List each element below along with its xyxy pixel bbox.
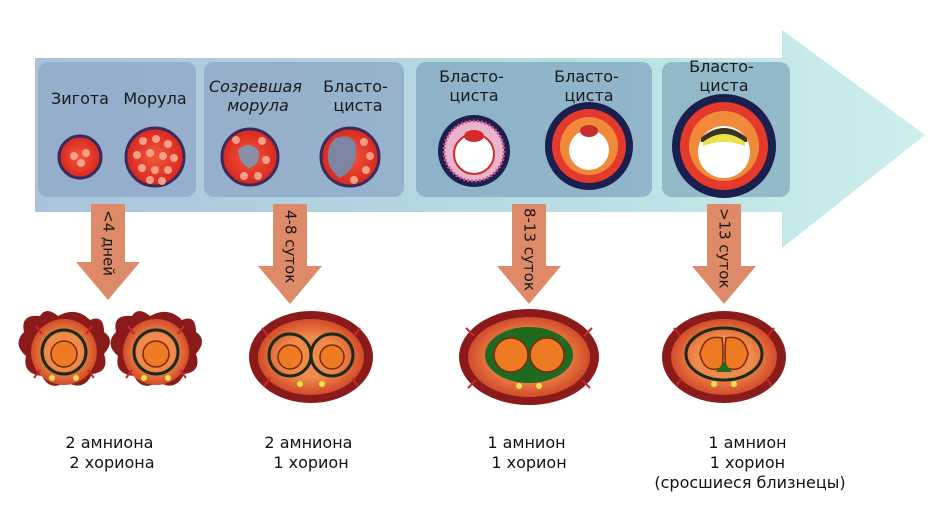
time-label-2: 4-8 суток [282,210,300,283]
outcome-4-caption: 1 амнион 1 хорион (сросшиеся близнецы) [654,433,845,492]
outcome-1-placenta-left [18,311,110,386]
outcome-3-placenta [459,309,599,405]
implanting-blastocyst-cell [545,102,633,190]
outcome-3-caption: 1 амнион 1 хорион [487,433,570,472]
stage-label-blastocyst-1: Бласто- циста [323,77,393,115]
stage-label-zygote: Зигота [51,89,109,108]
time-label-4: >13 суток [716,208,734,289]
hatching-blastocyst-cell [438,115,510,187]
down-arrow-4 [692,204,756,304]
down-arrow-1 [76,204,140,300]
stage-label-blastocyst-2: Бласто- циста [439,67,509,105]
outcome-4-placenta [662,311,786,403]
late-blastocyst-cell [672,94,776,198]
outcome-1-caption: 2 амниона 2 хориона [65,433,158,472]
morula-cell [124,126,186,188]
stage-label-blastocyst-3: Бласто- циста [554,67,624,105]
down-arrow-3 [497,204,561,304]
stage-label-blastocyst-4: Бласто- циста [689,57,759,95]
down-arrow-2 [258,204,322,304]
time-label-3: 8-13 суток [521,208,539,291]
outcome-2-caption: 2 амниона 1 хорион [264,433,357,472]
early-blastocyst-cell [319,126,381,188]
mature-morula-cell [220,127,280,187]
outcome-1-placenta-right [110,311,202,386]
stage-label-mature-morula: Созревшая морула [209,77,307,115]
zygote-cell [57,134,103,180]
time-label-1: <4 дней [100,210,118,276]
stage-label-morula: Морула [123,89,186,108]
outcome-2-placenta [249,311,373,403]
